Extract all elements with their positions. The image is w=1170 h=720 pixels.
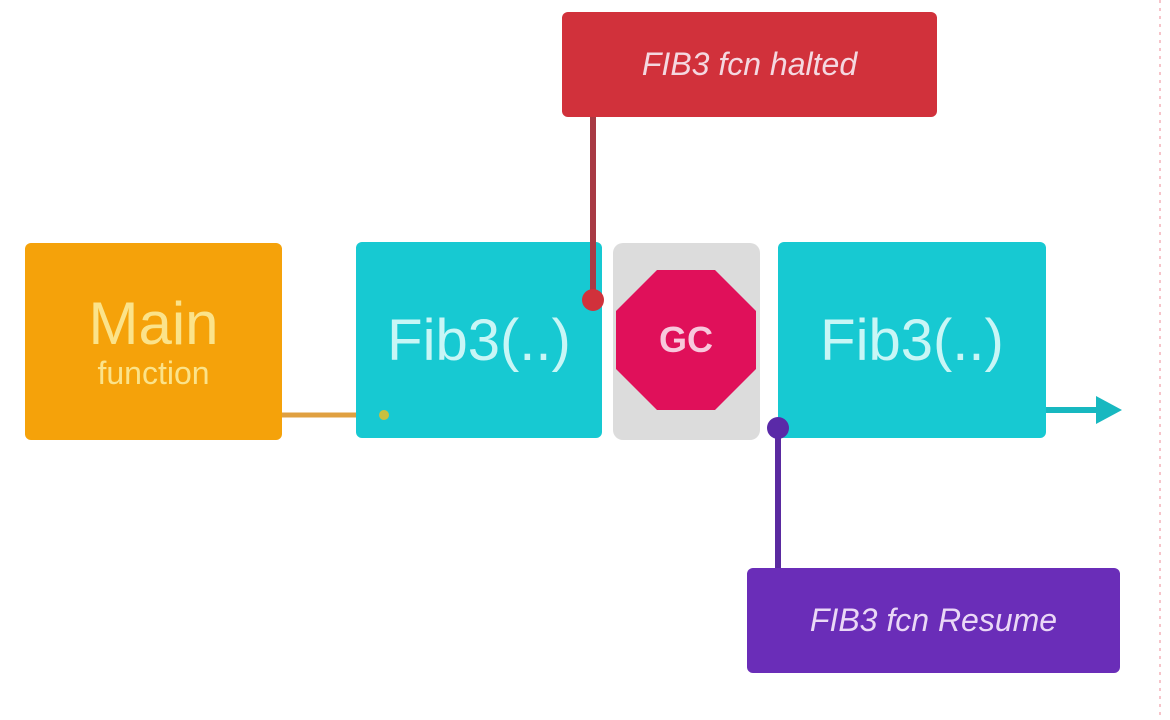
main-function-title: Main: [88, 289, 219, 357]
fib3-box-2: Fib3(..): [778, 242, 1046, 438]
halted-pointer-dot: [582, 289, 604, 311]
fib3-label-2: Fib3(..): [820, 307, 1004, 373]
fib3-box-1: Fib3(..): [356, 242, 602, 438]
fib3-label-1: Fib3(..): [387, 307, 571, 373]
arrow-end-dot: [379, 410, 389, 420]
callout-halted-text: FIB3 fcn halted: [641, 46, 858, 82]
main-function-subtitle: function: [97, 354, 210, 391]
exit-arrowhead-icon: [1096, 396, 1122, 424]
resume-pointer-dot: [767, 417, 789, 439]
callout-resume: FIB3 fcn Resume: [747, 568, 1120, 673]
callout-halted: FIB3 fcn halted: [562, 12, 937, 117]
gc-label: GC: [659, 319, 713, 360]
main-function-box: Main function: [25, 243, 282, 440]
gc-stop-octagon-icon: [616, 270, 756, 410]
callout-resume-text: FIB3 fcn Resume: [809, 602, 1058, 638]
